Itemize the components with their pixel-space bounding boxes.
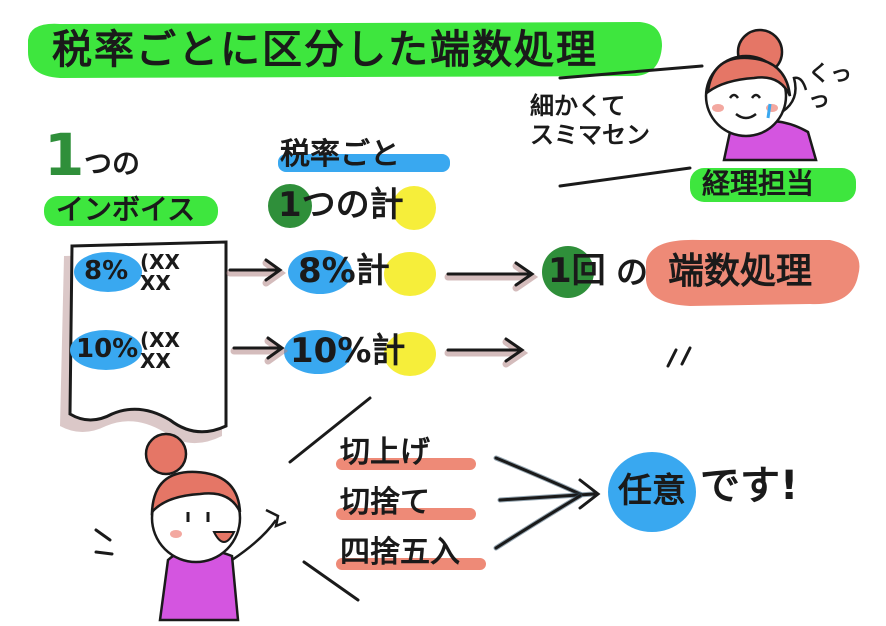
- bottom-girl-figure: [144, 432, 287, 622]
- invoice-row1-rate-blob: [74, 252, 142, 292]
- accountant-sound: くっ っ: [808, 62, 853, 114]
- invoice-label: インボイス: [56, 193, 196, 226]
- rounding-label: 端数処理: [668, 251, 813, 292]
- page-title: 税率ごとに区分した端数処理: [52, 27, 598, 73]
- accountant-speech: 細かくて スミマセン: [530, 92, 650, 149]
- equals-mark: [666, 346, 692, 368]
- arbitrary-label: 任意: [618, 471, 686, 511]
- invoice-row2-rate-blob: [70, 330, 142, 370]
- rounding-highlight: [646, 239, 860, 306]
- one-total-circle-yellow: [392, 186, 436, 230]
- once-circle: [542, 246, 594, 298]
- round-half-highlight: [336, 558, 486, 570]
- speech-line-bottom: [558, 166, 692, 188]
- title-highlight: [28, 22, 662, 78]
- total8-blue: [288, 250, 352, 294]
- round-half-label: 四捨五入: [340, 535, 460, 570]
- once-label: 1回: [548, 251, 606, 291]
- round-down-highlight: [336, 508, 476, 520]
- accountant-figure: [704, 28, 818, 162]
- invoice-row1-rate: 8%: [84, 256, 129, 286]
- arrow-group: [226, 258, 539, 368]
- accountant-label: 経理担当: [702, 167, 815, 200]
- action-lines-left: [94, 528, 114, 556]
- invoice-label-highlight: [44, 196, 218, 226]
- speech-line-bottom-2: [302, 560, 360, 602]
- per-rate-label: 税率ごと: [280, 137, 400, 172]
- total10-yellow: [384, 332, 436, 376]
- invoice-heading-rest: つの: [84, 147, 141, 180]
- round-down-label: 切捨て: [340, 485, 430, 520]
- invoice-row1-value: (XX XX: [140, 250, 180, 295]
- round-up-highlight: [336, 458, 476, 470]
- speech-line-top: [558, 64, 704, 80]
- invoice-heading-number: 1: [44, 121, 85, 189]
- arbitrary-circle: [608, 452, 696, 532]
- one-total-circle-green: [268, 184, 312, 228]
- suffix-label: です!: [700, 463, 799, 509]
- total-10-label: 10%計: [290, 331, 406, 371]
- total8-yellow: [384, 252, 436, 296]
- no-label: の: [616, 253, 649, 291]
- total-8-label: 8%計: [298, 251, 390, 291]
- invoice-row2-value: (XX XX: [140, 328, 180, 373]
- round-up-label: 切上げ: [340, 435, 430, 470]
- invoice-row2-rate: 10%: [76, 334, 139, 364]
- converge-arrows: [493, 455, 601, 551]
- speech-line-bottom-1: [288, 396, 372, 464]
- one-total-label: 1つの計: [278, 185, 404, 225]
- total10-blue: [284, 330, 352, 374]
- accountant-label-highlight: [690, 168, 856, 202]
- per-rate-highlight: [278, 154, 450, 172]
